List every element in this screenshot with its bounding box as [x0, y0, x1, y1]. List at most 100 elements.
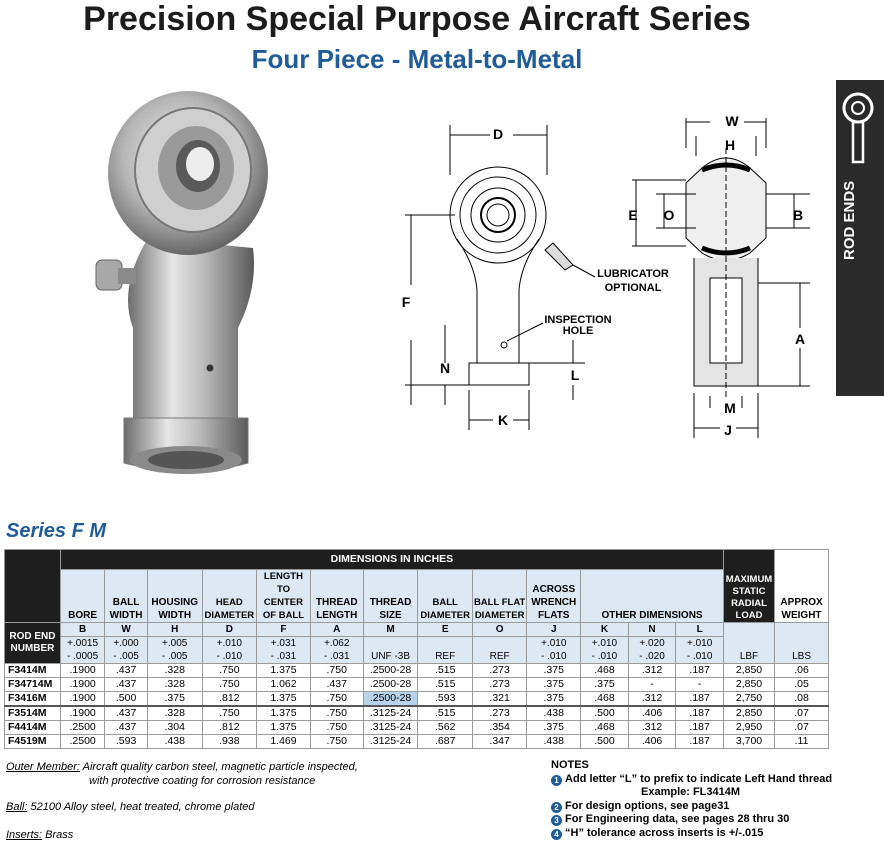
table-cell: .375 [526, 663, 582, 678]
outer-member-text-2: with protective coating for corrosion re… [89, 775, 316, 787]
weight-header-top: APPROX WEIGHT [774, 549, 829, 623]
table-cell: .750 [309, 720, 364, 735]
table-cell: .750 [201, 677, 258, 692]
table-cell: .273 [471, 677, 528, 692]
table-cell: 2,950 [722, 720, 776, 735]
table-cell: 1.062 [256, 677, 311, 692]
col-thread-size-header: THREAD SIZE [362, 569, 419, 623]
col-l-letter: L [675, 622, 724, 637]
table-cell: .750 [201, 705, 258, 721]
load-unit: LBF [722, 622, 776, 664]
table-cell: - [675, 677, 724, 692]
inserts-note: Inserts: Brass [6, 828, 73, 842]
table-cell: .07 [774, 720, 829, 735]
table-cell: 1.375 [256, 705, 311, 721]
page-title: Precision Special Purpose Aircraft Serie… [83, 0, 751, 38]
col-m-letter: M [362, 622, 419, 637]
table-cell: .437 [309, 677, 364, 692]
col-w-letter: W [104, 622, 148, 637]
dim-b-label: B [793, 207, 803, 223]
table-cell: .1900 [59, 677, 106, 692]
table-cell: .2500-28 [362, 677, 419, 692]
rod-end-number-cell: F34714M [4, 677, 61, 692]
table-cell: .347 [471, 734, 528, 749]
table-cell: .312 [627, 691, 677, 707]
table-cell: 2,750 [722, 691, 776, 707]
rod-end-icon [842, 92, 874, 164]
table-cell: .312 [627, 663, 677, 678]
table-cell: - [627, 677, 677, 692]
note-4: 4“H” tolerance across inserts is +/-.015 [551, 827, 832, 841]
table-cell: .437 [104, 663, 148, 678]
table-cell: .328 [146, 677, 203, 692]
table-cell: .437 [104, 720, 148, 735]
col-wrench-flats-header: ACROSS WRENCH FLATS [526, 569, 582, 623]
table-cell: .3125-24 [362, 720, 419, 735]
table-cell: .273 [471, 663, 528, 678]
table-cell: .11 [774, 734, 829, 749]
table-cell: .2500 [59, 734, 106, 749]
lubricator-callout: LUBRICATOR [597, 268, 669, 280]
table-cell: .354 [471, 720, 528, 735]
table-cell: .328 [146, 663, 203, 678]
table-cell: .375 [580, 677, 629, 692]
col-e-tolerance: REF [417, 636, 473, 664]
table-cell: .1900 [59, 705, 106, 721]
table-cell: .1900 [59, 691, 106, 707]
col-d-tolerance: +.010 - .010 [201, 636, 258, 664]
dim-l-label: L [571, 367, 580, 383]
col-e-letter: E [417, 622, 473, 637]
col-d-letter: D [201, 622, 258, 637]
page-subtitle: Four Piece - Metal-to-Metal [251, 44, 583, 74]
table-cell: .438 [526, 705, 582, 721]
max-load-header-top: MAXIMUM STATIC RADIAL LOAD [722, 549, 776, 623]
ball-note: Ball: 52100 Alloy steel, heat treated, c… [6, 800, 254, 814]
inspection-hole-callout: HOLE [563, 325, 594, 337]
table-cell: .187 [675, 691, 724, 707]
col-h-letter: H [146, 622, 203, 637]
col-o-tolerance: REF [471, 636, 528, 664]
col-w-tolerance: +.000 - .005 [104, 636, 148, 664]
col-b-tolerance: +.0015 - .0005 [59, 636, 106, 664]
weight-unit: LBS [774, 622, 829, 664]
ball-text: 52100 Alloy steel, heat treated, chrome … [30, 801, 255, 813]
note-2-text: For design options, see page31 [565, 799, 730, 812]
col-n-letter: N [627, 622, 677, 637]
table-cell: .304 [146, 720, 203, 735]
rod-ends-label: ROD ENDS [841, 180, 858, 260]
dim-k-label: K [498, 412, 508, 428]
note-1-example: Example: FL3414M [641, 786, 741, 798]
lubricator-optional-callout: OPTIONAL [605, 282, 662, 294]
col-head-diameter-header: HEAD DIAMETER [201, 569, 258, 623]
table-cell: .438 [526, 734, 582, 749]
rod-end-number-label: ROD END NUMBER [4, 622, 61, 664]
col-a-tolerance: +.062 - .031 [309, 636, 364, 664]
table-cell: .500 [580, 705, 629, 721]
rod-end-number-cell: F4414M [4, 720, 61, 735]
table-cell: .321 [471, 691, 528, 707]
dimensions-group-header: DIMENSIONS IN INCHES [59, 549, 724, 570]
dim-e-label: E [628, 207, 637, 223]
rod-ends-tab[interactable]: ROD ENDS [836, 80, 884, 396]
table-cell: .375 [146, 691, 203, 707]
table-cell: .687 [417, 734, 473, 749]
table-cell: .2500 [59, 720, 106, 735]
table-cell: .406 [627, 705, 677, 721]
table-cell: 1.375 [256, 720, 311, 735]
col-m-tolerance: UNF -3B [362, 636, 419, 664]
rod-end-number-header [4, 549, 61, 623]
col-bore-header: BORE [59, 569, 106, 623]
table-cell: 1.375 [256, 663, 311, 678]
table-cell: .08 [774, 691, 829, 707]
table-cell: .938 [201, 734, 258, 749]
table-cell: .593 [104, 734, 148, 749]
table-cell: .750 [309, 705, 364, 721]
table-cell: .273 [471, 705, 528, 721]
col-other-dimensions-header: OTHER DIMENSIONS [580, 569, 724, 623]
series-title: Series F M [6, 520, 107, 542]
table-cell: .2500-28 [362, 663, 419, 678]
table-cell: .3125-24 [362, 734, 419, 749]
